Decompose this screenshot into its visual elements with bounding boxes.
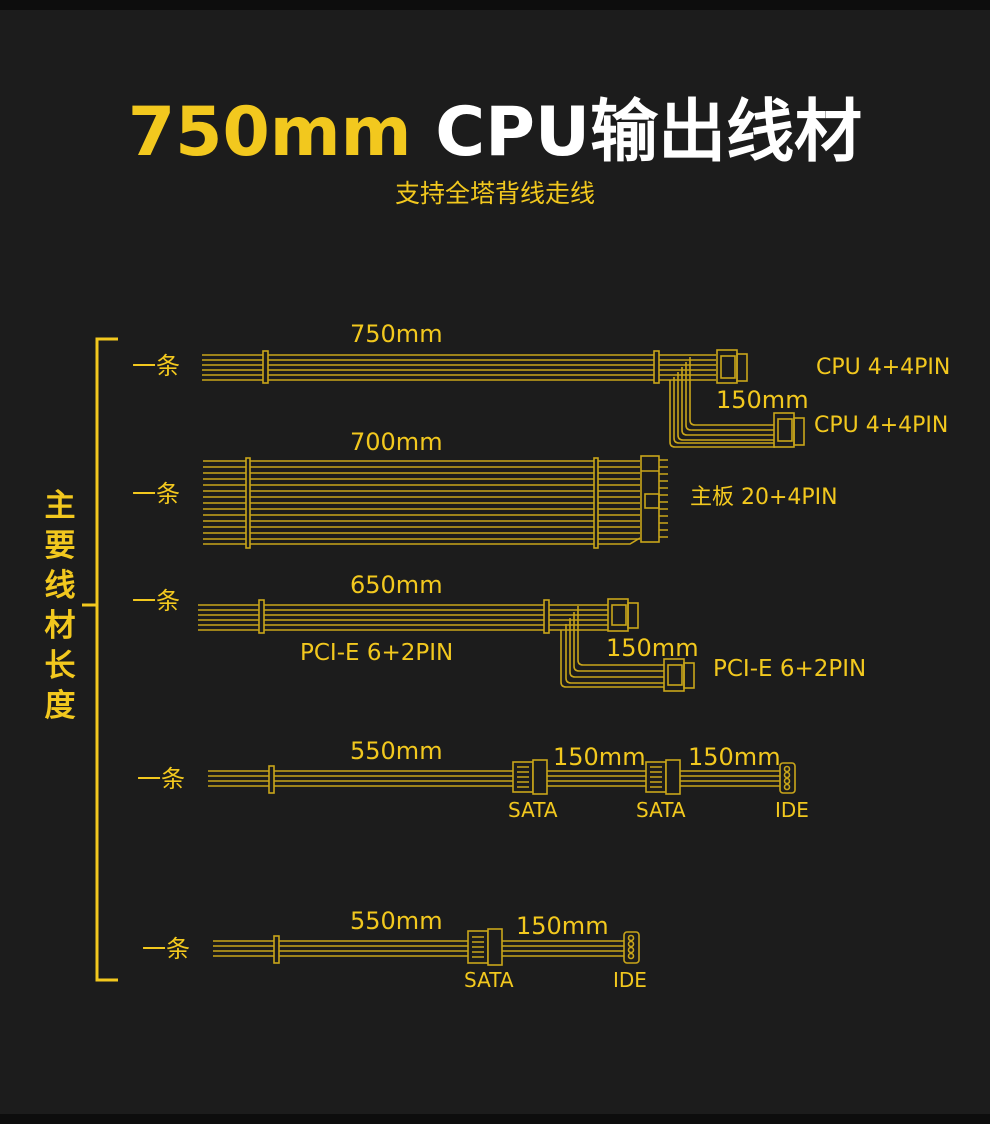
- cable-5-count: 一条: [142, 935, 190, 963]
- cable-1-branch-length: 150mm: [716, 386, 809, 414]
- cable-3-branch-length: 150mm: [606, 634, 699, 662]
- side-label-char: 材: [44, 608, 76, 644]
- cable-pcie-main: [198, 598, 695, 692]
- cable-sata-ide-1: [208, 759, 796, 795]
- cable-2-connector: 主板 20+4PIN: [690, 485, 838, 510]
- cable-2-length: 700mm: [350, 428, 443, 456]
- cable-cpu-main: [202, 349, 805, 448]
- side-label-text: 主要线材长度: [40, 486, 80, 726]
- cable-3-connector: PCI-E 6+2PIN: [713, 656, 867, 682]
- title-rest: CPU输出线材: [435, 93, 863, 172]
- cable-4-length: 550mm: [350, 737, 443, 765]
- page-title: 750mm CPU输出线材: [0, 88, 990, 178]
- page-subtitle: 支持全塔背线走线: [394, 179, 595, 208]
- cable-4-connector-sata-1: SATA: [508, 798, 558, 822]
- top-border: [0, 0, 990, 10]
- cable-atx-main: [203, 455, 668, 549]
- cable-1-connector-1: CPU 4+4PIN: [816, 355, 951, 380]
- cable-4-segment-1: 150mm: [553, 743, 646, 771]
- side-label-char: 线: [44, 568, 76, 604]
- cable-4-connector-sata-2: SATA: [636, 798, 686, 822]
- title-highlight: 750mm: [127, 93, 412, 172]
- cable-sata-ide-2: [213, 928, 640, 966]
- cable-5-length: 550mm: [350, 907, 443, 935]
- side-label: 主要线材长度: [40, 486, 80, 726]
- cable-3-name: PCI-E 6+2PIN: [300, 640, 454, 666]
- cable-1-count: 一条: [132, 352, 180, 380]
- side-label-char: 度: [44, 688, 76, 724]
- length-bracket: [82, 337, 118, 982]
- cable-4-segment-2: 150mm: [688, 743, 781, 771]
- cable-3-count: 一条: [132, 587, 180, 615]
- cable-4-count: 一条: [137, 765, 185, 793]
- cable-3-length: 650mm: [350, 571, 443, 599]
- cable-1-length: 750mm: [350, 320, 443, 348]
- cable-2-count: 一条: [132, 480, 180, 508]
- cable-4-connector-ide: IDE: [775, 798, 809, 822]
- cable-5-connector-sata: SATA: [464, 968, 514, 992]
- cable-1-connector-2: CPU 4+4PIN: [814, 413, 949, 438]
- bottom-border: [0, 1114, 990, 1124]
- side-label-char: 要: [44, 528, 76, 564]
- cable-5-segment-1: 150mm: [516, 912, 609, 940]
- side-label-char: 主: [44, 488, 76, 524]
- cable-5-connector-ide: IDE: [613, 968, 647, 992]
- side-label-char: 长: [44, 648, 76, 684]
